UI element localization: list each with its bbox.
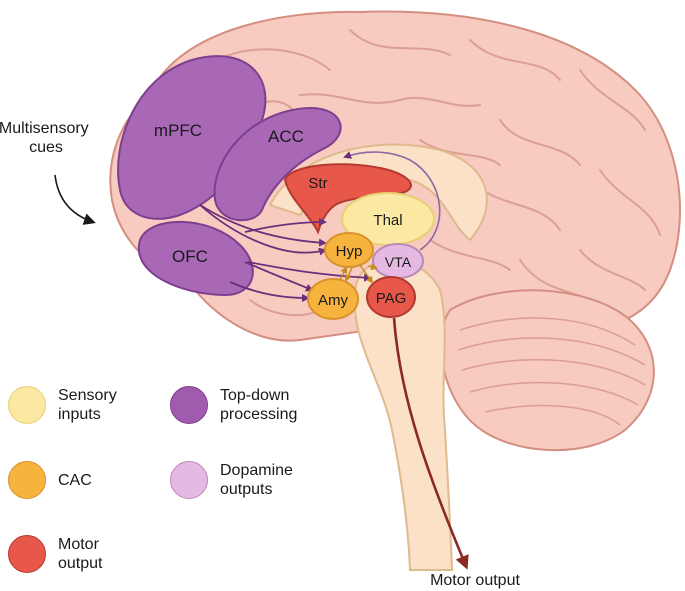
legend-label-cac: CAC <box>58 471 92 489</box>
top-down-arrows <box>199 204 372 302</box>
brainstem <box>353 259 454 571</box>
hypothalamus-region <box>324 232 374 268</box>
motor-output-arrow <box>392 317 469 570</box>
hyp-label: Hyp <box>336 243 363 260</box>
ofc-label: OFC <box>172 247 208 266</box>
legend-swatch-motor <box>8 535 46 573</box>
legend-swatch-dopamine <box>170 461 208 499</box>
str-label: Str <box>308 175 327 192</box>
input-arrow <box>54 174 96 225</box>
legend-label-topdown: Top-down processing <box>220 387 298 423</box>
multisensory-cues-label: Multisensory cues <box>0 120 93 156</box>
motor-output-label: Motor output <box>430 572 520 589</box>
legend-swatch-sensory <box>8 386 46 424</box>
legend-swatch-cac <box>8 461 46 499</box>
ofc-region <box>137 220 254 297</box>
pag-region <box>366 276 416 318</box>
cac-arrows <box>339 263 378 284</box>
vta-label: VTA <box>385 254 412 270</box>
acc-region <box>213 106 342 222</box>
legend-item-dopamine: Dopamine outputs <box>170 461 293 499</box>
legend-item-sensory: Sensory inputs <box>8 386 117 424</box>
thalamus-loop-arrow <box>343 151 441 251</box>
legend-label-sensory: Sensory inputs <box>58 387 117 423</box>
legend-label-dopamine: Dopamine outputs <box>220 462 293 498</box>
pag-label: PAG <box>376 290 407 307</box>
legend-swatch-topdown <box>170 386 208 424</box>
thal-label: Thal <box>373 212 402 229</box>
amy-label: Amy <box>318 292 349 309</box>
legend-item-cac: CAC <box>8 461 92 499</box>
acc-label: ACC <box>268 127 304 146</box>
amygdala-region <box>307 278 359 320</box>
mpfc-label: mPFC <box>154 121 202 140</box>
legend-item-topdown: Top-down processing <box>170 386 297 424</box>
legend-item-motor: Motor output <box>8 535 102 573</box>
legend-label-motor: Motor output <box>58 536 103 572</box>
cerebellum <box>439 289 655 452</box>
